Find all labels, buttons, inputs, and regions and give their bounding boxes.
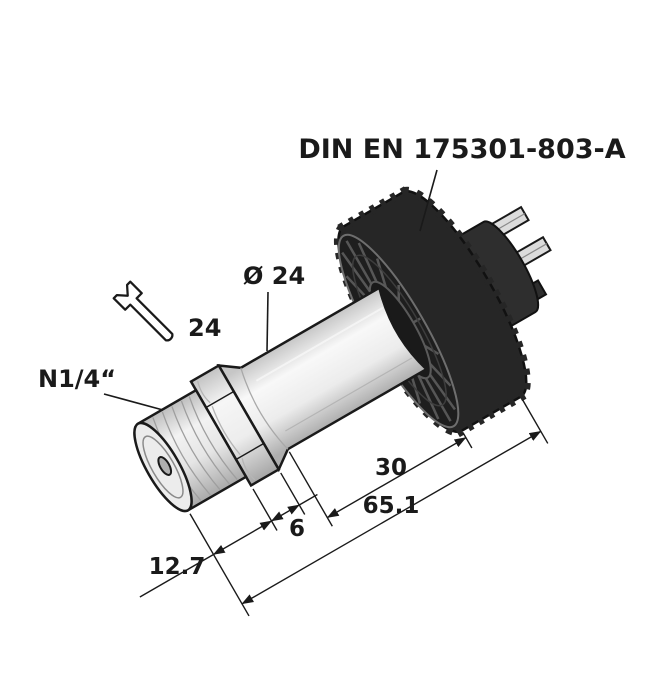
- pressure-port: [133, 388, 248, 513]
- ext-line-cap-back: [522, 399, 549, 444]
- connector-type-label: DIN EN 175301-803-A: [298, 134, 625, 165]
- wrench-size-label: 24: [188, 314, 221, 342]
- port-bore-hole: [157, 456, 173, 476]
- body-diameter-label: Ø 24: [243, 262, 305, 290]
- leader-thread-label: [103, 393, 164, 411]
- thread-size-label: N1/4“: [38, 365, 116, 393]
- port-face-ring: [142, 435, 184, 499]
- dim-30-label: 30: [375, 455, 407, 481]
- leader-diameter-label: [266, 291, 269, 352]
- hex-facet-line-top: [205, 390, 235, 409]
- dimension-labels: 30 65.1 6 12.7: [149, 455, 420, 580]
- dim-65-1-label: 65.1: [363, 493, 420, 519]
- knurl-top: [337, 185, 410, 233]
- wrench-icon: [112, 280, 174, 342]
- leader-connector-label: [419, 169, 438, 232]
- leader-lines: [103, 169, 438, 411]
- dimension-lines: [139, 399, 549, 617]
- ext-line-cap-front: [462, 432, 473, 449]
- cylinder-outline: [216, 285, 429, 473]
- sensor-assembly: [133, 185, 552, 617]
- dim-65-1-line: [241, 430, 542, 605]
- cylinder-lowlight: [285, 357, 413, 432]
- dim-12-7-line: [212, 520, 273, 556]
- body-cylinder: [216, 285, 429, 473]
- dim-6-tail: [298, 493, 318, 506]
- knurl-rear-rim: [400, 186, 531, 401]
- cylinder-highlight: [255, 306, 384, 382]
- ext-line-port-face: [189, 513, 250, 617]
- dim-12-7-label: 12.7: [149, 554, 206, 580]
- annotation-labels: DIN EN 175301-803-A Ø 24 24 N1/4“: [38, 134, 626, 393]
- dim-6-label: 6: [289, 516, 305, 542]
- dim-12-7-tail: [139, 553, 214, 598]
